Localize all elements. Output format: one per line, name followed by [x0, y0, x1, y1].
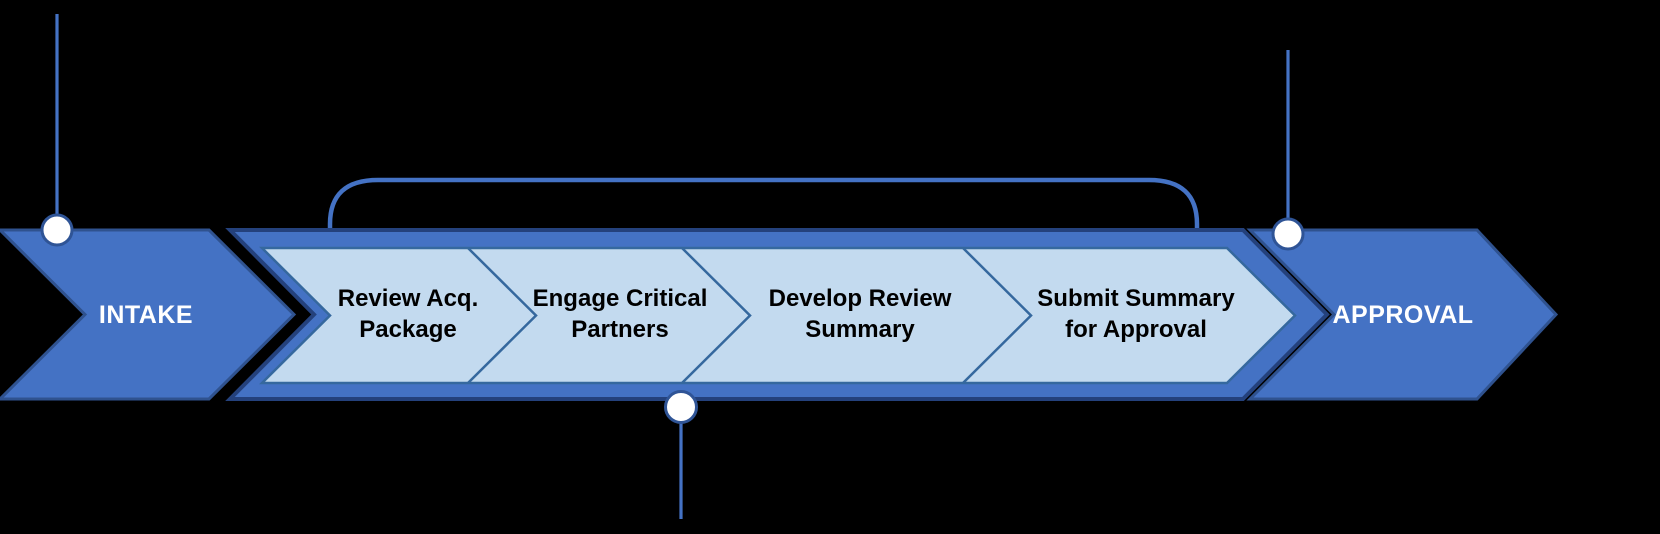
- approval-label: APPROVAL: [1332, 301, 1474, 329]
- step-band-shape: [258, 246, 1297, 385]
- intake-arrow-shape: [0, 228, 297, 401]
- step-label-line: Review Acq.: [337, 285, 479, 312]
- step-label-line: Engage Critical: [532, 285, 708, 312]
- approval-arrow-shape: [1246, 228, 1559, 401]
- circle-marker-approval-icon: [1271, 217, 1305, 251]
- step-label-develop-review-summary: Develop Review Summary: [730, 283, 990, 345]
- step-label-line: Summary: [805, 316, 915, 343]
- intake-label: INTAKE: [98, 301, 194, 329]
- step-separator-1: [467, 247, 538, 384]
- step-label-line: Package: [359, 316, 457, 343]
- bracket-span-line: [327, 177, 1200, 234]
- step-label-submit-summary-for-approval: Submit Summary for Approval: [1006, 283, 1266, 345]
- step-separator-3: [962, 247, 1033, 384]
- step-label-line: for Approval: [1065, 316, 1207, 343]
- step-label-line: Develop Review: [768, 285, 952, 312]
- step-label-review-acq-package: Review Acq. Package: [278, 283, 538, 345]
- circle-marker-intake-icon: [40, 213, 74, 247]
- step-label-line: Partners: [571, 316, 669, 343]
- step-label-engage-critical-partners: Engage Critical Partners: [490, 283, 750, 345]
- circle-marker-bottom-icon: [664, 390, 698, 424]
- step-separator-2: [681, 247, 752, 384]
- step-label-line: Submit Summary: [1037, 285, 1235, 312]
